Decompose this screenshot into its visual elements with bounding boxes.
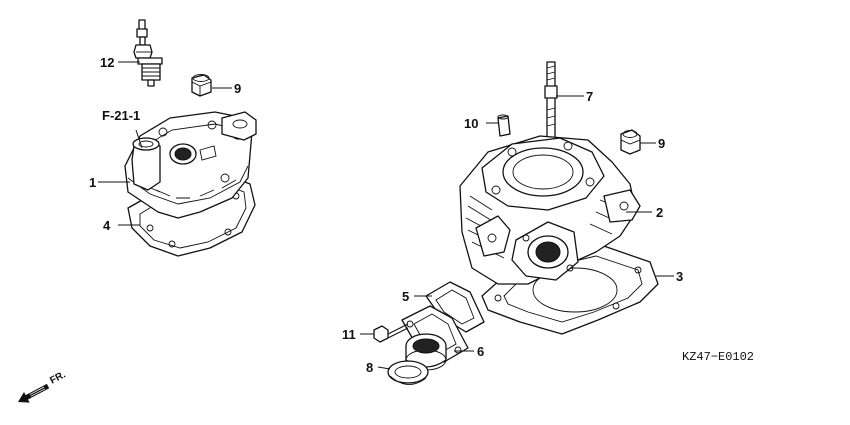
- callout-2: 2: [656, 205, 663, 220]
- leader-lines: [98, 61, 674, 370]
- reference-code[interactable]: F-21-1: [102, 108, 140, 123]
- callout-11: 11: [342, 327, 356, 342]
- front-label: FR.: [48, 369, 68, 386]
- cylinder-stud[interactable]: [544, 61, 558, 143]
- drawing-code: KZ47−E0102: [682, 350, 754, 364]
- dowel-pin[interactable]: [497, 114, 511, 137]
- front-arrow-icon: [18, 383, 50, 403]
- cylinder-nut-right[interactable]: [620, 129, 641, 155]
- callout-1: 1: [89, 175, 96, 190]
- callout-6: 6: [477, 344, 484, 359]
- cylinder-head[interactable]: [124, 111, 257, 257]
- callout-8: 8: [366, 360, 373, 375]
- callout-10: 10: [464, 116, 478, 131]
- head-nut-left[interactable]: [191, 74, 212, 97]
- flange-bolt[interactable]: [373, 323, 409, 343]
- callout-7: 7: [586, 89, 593, 104]
- callout-3: 3: [676, 269, 683, 284]
- callout-5: 5: [402, 289, 409, 304]
- intake-band[interactable]: [387, 360, 429, 385]
- cylinder-body[interactable]: [459, 135, 641, 285]
- callout-4: 4: [103, 218, 111, 233]
- callout-9-right: 9: [658, 136, 665, 151]
- spark-plug[interactable]: [133, 19, 163, 87]
- callout-12: 12: [100, 55, 114, 70]
- callout-9-left: 9: [234, 81, 241, 96]
